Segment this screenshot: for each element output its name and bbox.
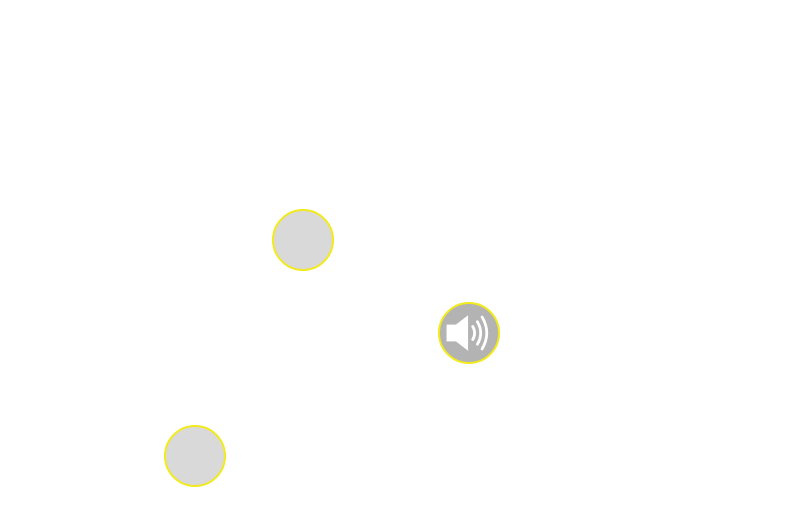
circle-button-2[interactable] <box>164 425 226 487</box>
speaker-icon <box>446 315 489 351</box>
circle-button-1[interactable] <box>272 209 334 271</box>
sound-button[interactable] <box>438 302 500 364</box>
